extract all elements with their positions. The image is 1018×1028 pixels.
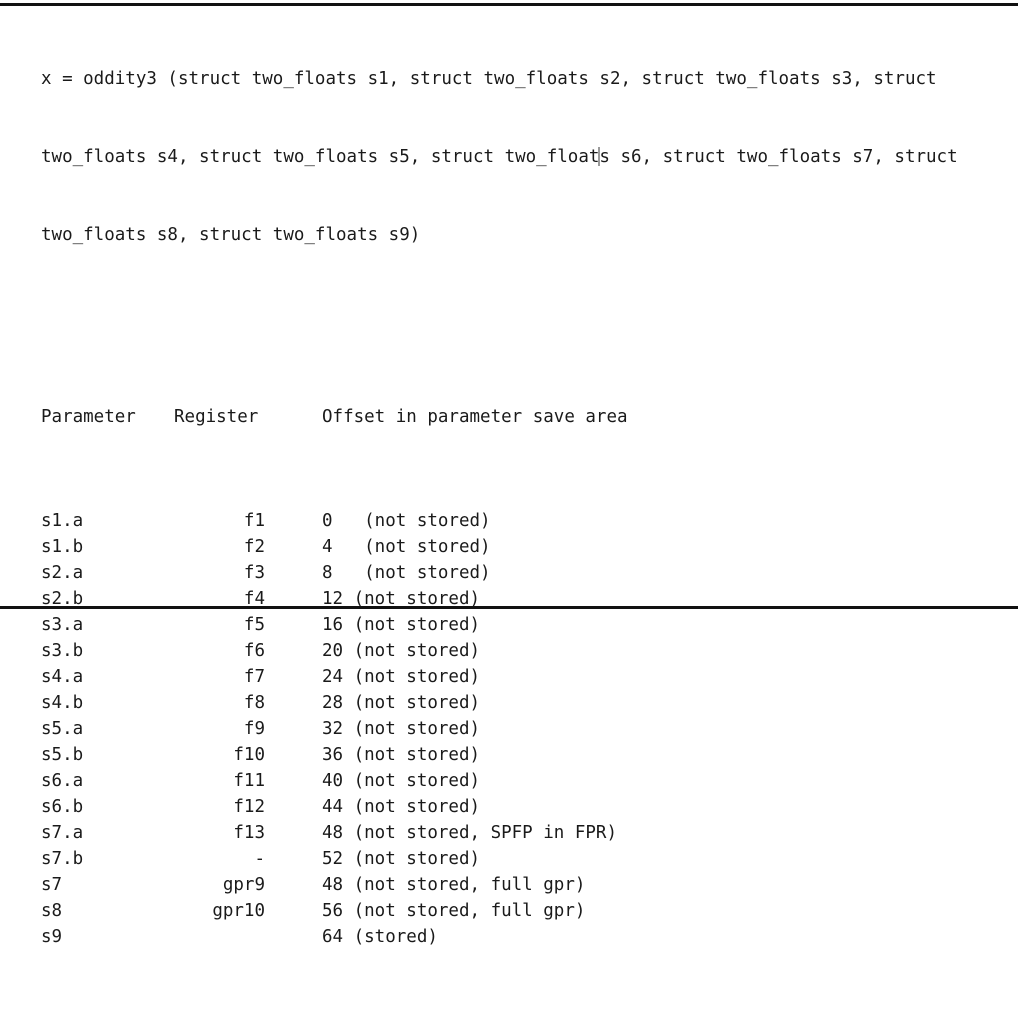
table-row: s9 64 (stored): [41, 924, 981, 950]
cell-parameter: s6.a: [41, 771, 84, 791]
cell-register: f13: [233, 823, 265, 843]
table-row: s4.b f8 28 (not stored): [41, 690, 981, 716]
table-row: s7 gpr9 48 (not stored, full gpr): [41, 872, 981, 898]
signature-line-3: two_floats s8, struct two_floats s9): [41, 225, 421, 245]
cell-parameter: s7.b: [41, 849, 84, 869]
cell-offset: 24 (not stored): [322, 667, 481, 687]
table-row: s5.a f9 32 (not stored): [41, 716, 981, 742]
cell-parameter: s1.a: [41, 511, 84, 531]
cell-parameter: s9: [41, 927, 63, 947]
cell-offset: 4 (not stored): [322, 537, 491, 557]
cell-register: f7: [243, 667, 265, 687]
cell-parameter: s2.a: [41, 563, 84, 583]
table-row: s8 gpr10 56 (not stored, full gpr): [41, 898, 981, 924]
table-row: s6.a f11 40 (not stored): [41, 768, 981, 794]
table-row: s3.b f6 20 (not stored): [41, 638, 981, 664]
column-header-offset: Offset in parameter save area: [322, 407, 628, 427]
text-cursor-caret: [598, 147, 601, 166]
cell-register: f4: [243, 589, 265, 609]
cell-register: f5: [243, 615, 265, 635]
cell-offset: 44 (not stored): [322, 797, 481, 817]
top-rule: [0, 3, 1018, 6]
cell-register: f9: [243, 719, 265, 739]
cell-register: gpr9: [222, 875, 265, 895]
cell-offset: 36 (not stored): [322, 745, 481, 765]
cell-register: f6: [243, 641, 265, 661]
cell-offset: 56 (not stored, full gpr): [322, 901, 586, 921]
column-header-register: Register: [174, 407, 259, 427]
cell-parameter: s6.b: [41, 797, 84, 817]
table-row: s7.b - 52 (not stored): [41, 846, 981, 872]
cell-parameter: s7.a: [41, 823, 84, 843]
cell-offset: 52 (not stored): [322, 849, 481, 869]
cell-offset: 48 (not stored, full gpr): [322, 875, 586, 895]
signature-line-2-before-caret: two_floats s4, struct two_floats s5, str…: [41, 147, 600, 167]
table-row: s7.a f13 48 (not stored, SPFP in FPR): [41, 820, 981, 846]
cell-offset: 48 (not stored, SPFP in FPR): [322, 823, 618, 843]
table-row: s2.a f3 8 (not stored): [41, 560, 981, 586]
cell-parameter: s3.b: [41, 641, 84, 661]
table-header-row: Parameter Register Offset in parameter sav…: [41, 404, 981, 430]
table-row: s6.b f12 44 (not stored): [41, 794, 981, 820]
cell-offset: 64 (stored): [322, 927, 438, 947]
table-row: s5.b f10 36 (not stored): [41, 742, 981, 768]
cell-parameter: s2.b: [41, 589, 84, 609]
signature-line-2: two_floats s4, struct two_floats s5, str…: [41, 144, 981, 170]
signature-line-1: x = oddity3 (struct two_floats s1, struc…: [41, 69, 937, 89]
cell-parameter: s1.b: [41, 537, 84, 557]
cell-parameter: s7: [41, 875, 63, 895]
cell-offset: 40 (not stored): [322, 771, 481, 791]
cell-offset: 12 (not stored): [322, 589, 481, 609]
column-header-parameter: Parameter: [41, 407, 136, 427]
table-row: s1.a f1 0 (not stored): [41, 508, 981, 534]
cell-register: -: [254, 849, 265, 869]
cell-offset: 28 (not stored): [322, 693, 481, 713]
cell-parameter: s5.a: [41, 719, 84, 739]
table-row: s2.b f4 12 (not stored): [41, 586, 981, 612]
code-listing-figure: x = oddity3 (struct two_floats s1, struc…: [0, 3, 1018, 947]
cell-parameter: s4.b: [41, 693, 84, 713]
cell-register: f11: [233, 771, 265, 791]
signature-line-2-after-caret: s s6, struct two_floats s7, struct: [599, 147, 958, 167]
cell-parameter: s4.a: [41, 667, 84, 687]
cell-offset: 16 (not stored): [322, 615, 481, 635]
cell-parameter: s3.a: [41, 615, 84, 635]
table-rows-container: s1.a f1 0 (not stored) s1.b f2 4 (not stored)…: [41, 508, 981, 950]
parameter-register-table: Parameter Register Offset in parameter sav…: [41, 326, 981, 1028]
listing-content: x = oddity3 (struct two_floats s1, struc…: [41, 14, 981, 1028]
cell-offset: 32 (not stored): [322, 719, 481, 739]
cell-parameter: s5.b: [41, 745, 84, 765]
cell-register: f3: [243, 563, 265, 583]
cell-offset: 20 (not stored): [322, 641, 481, 661]
cell-offset: 0 (not stored): [322, 511, 491, 531]
cell-register: f12: [233, 797, 265, 817]
function-signature-block: x = oddity3 (struct two_floats s1, struc…: [41, 14, 981, 300]
cell-register: f2: [243, 537, 265, 557]
table-row: s3.a f5 16 (not stored): [41, 612, 981, 638]
cell-register: f1: [243, 511, 265, 531]
cell-register: f10: [233, 745, 265, 765]
cell-offset: 8 (not stored): [322, 563, 491, 583]
table-row: s1.b f2 4 (not stored): [41, 534, 981, 560]
bottom-rule: [0, 606, 1018, 609]
cell-parameter: s8: [41, 901, 63, 921]
table-row: s4.a f7 24 (not stored): [41, 664, 981, 690]
cell-register: f8: [243, 693, 265, 713]
cell-register: gpr10: [212, 901, 265, 921]
